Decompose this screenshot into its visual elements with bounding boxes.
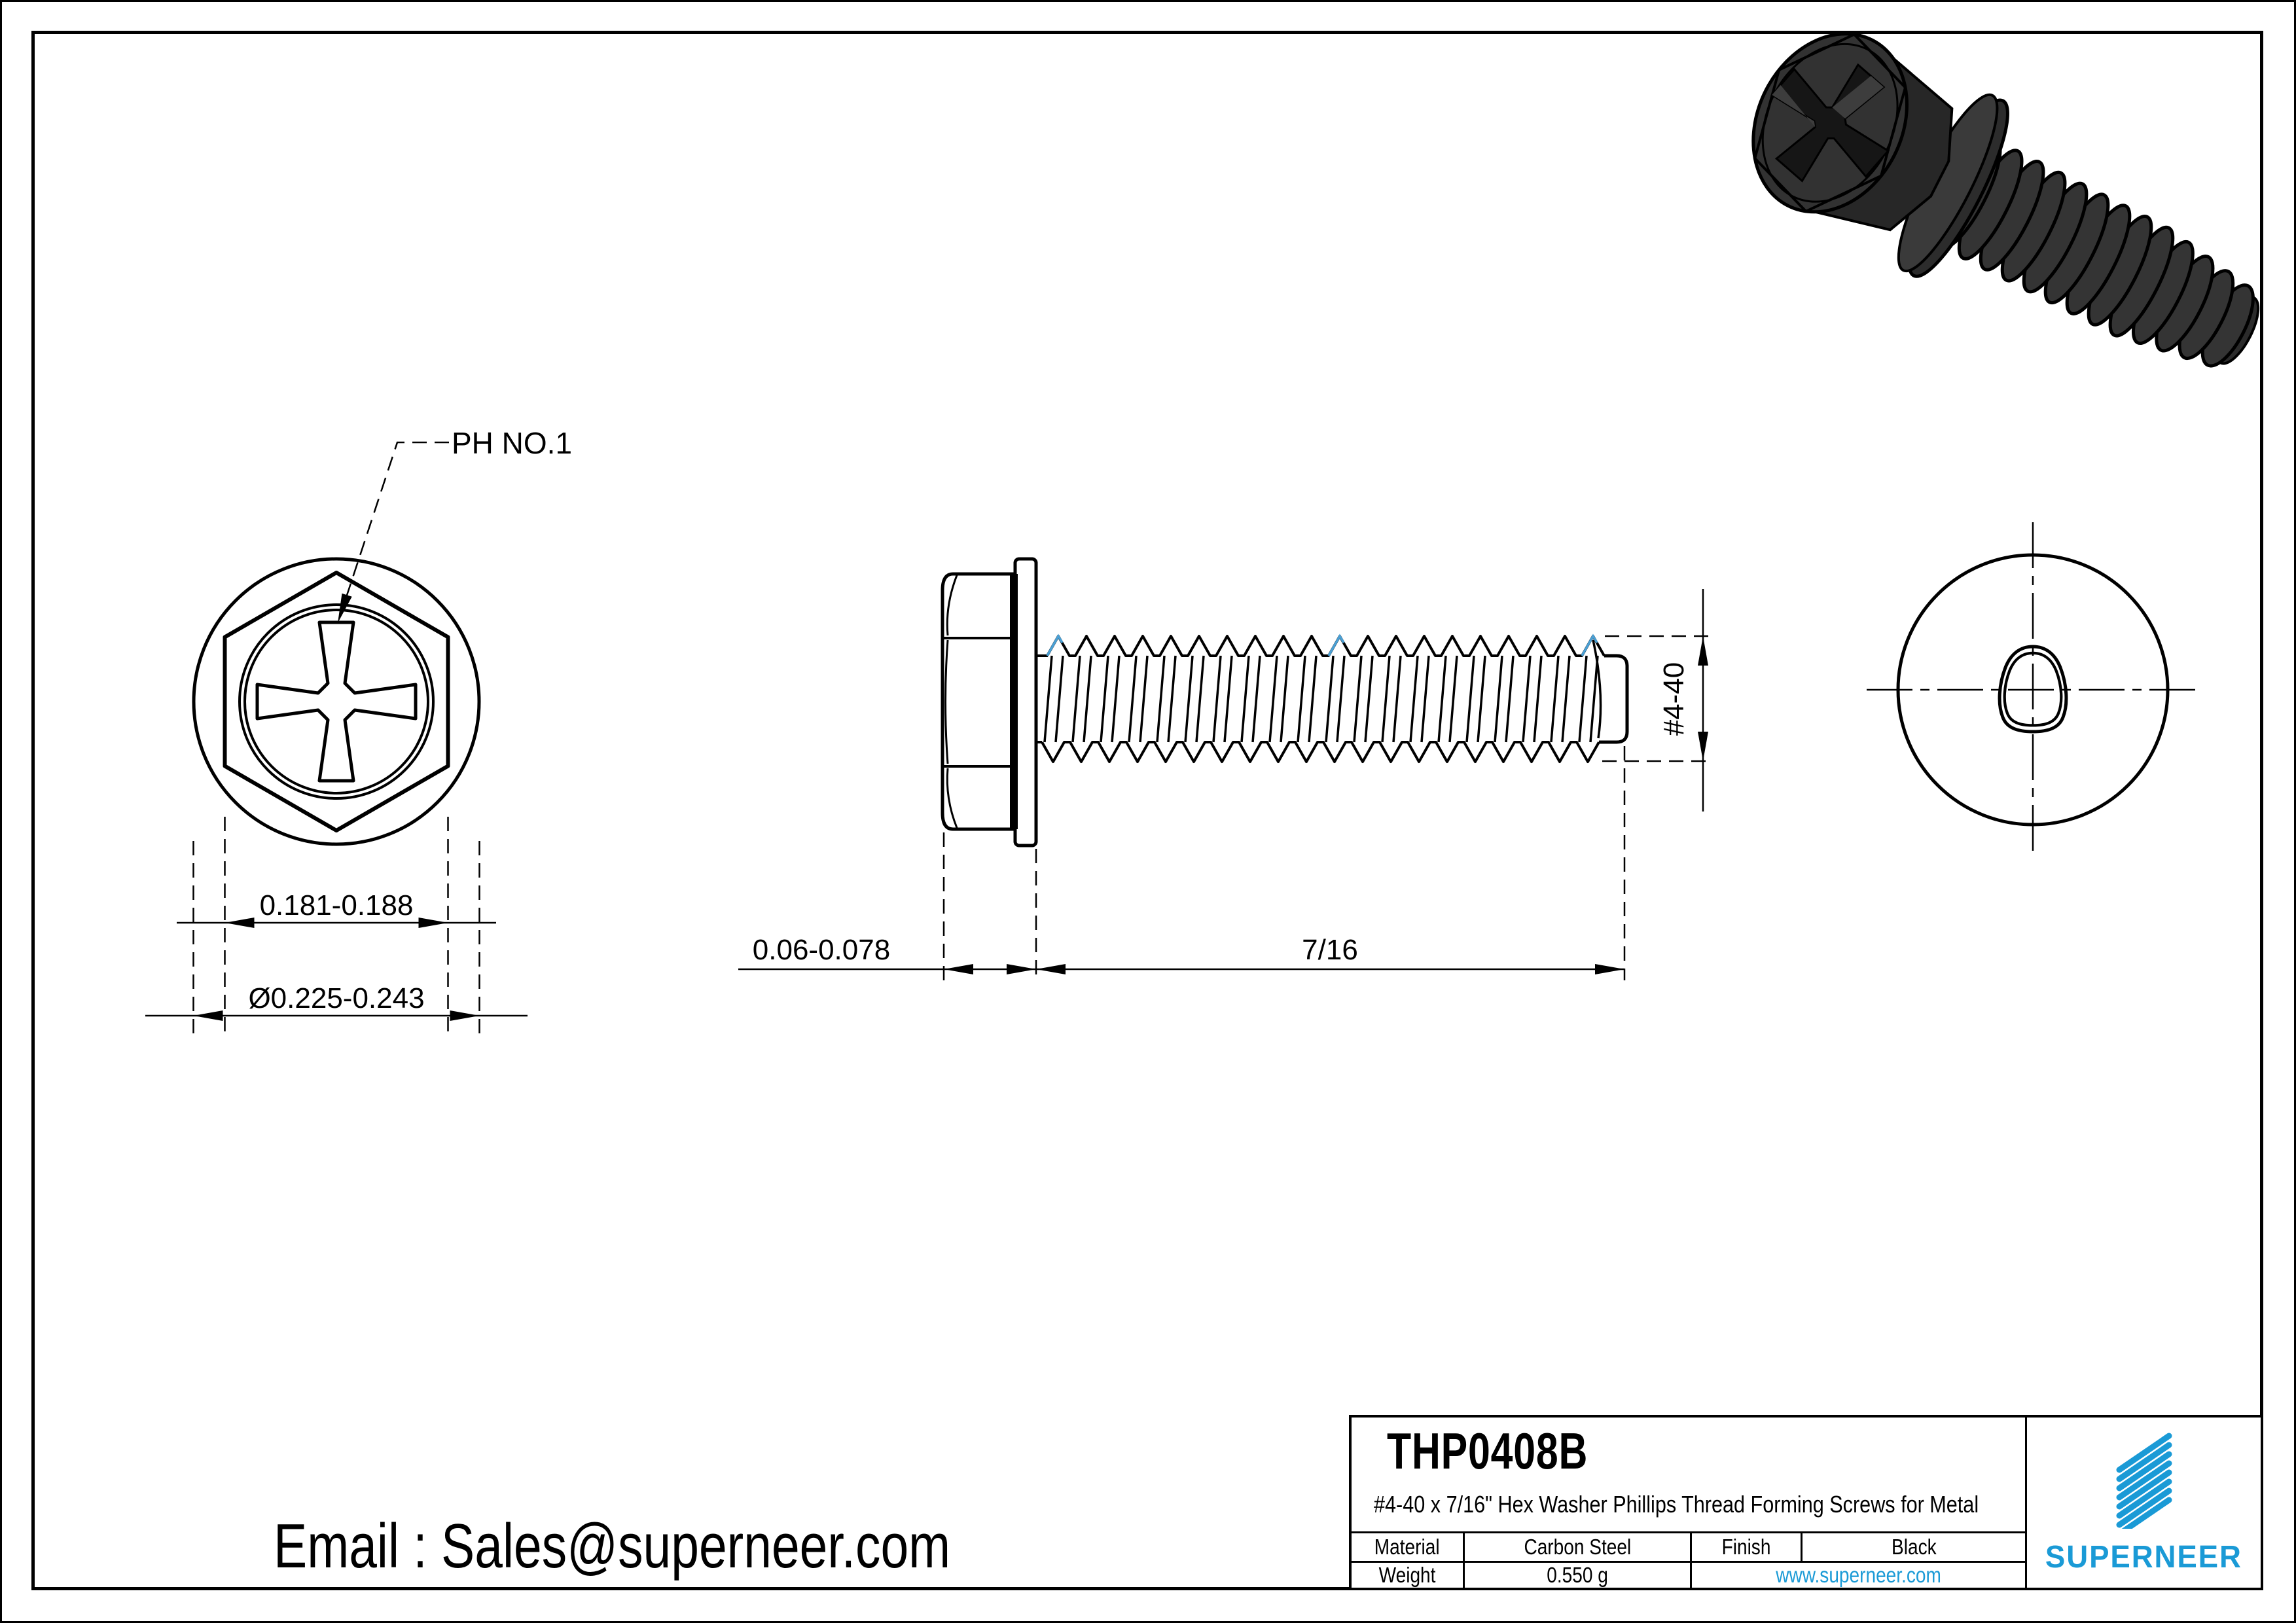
screw-3d-hex-outline: [1753, 33, 1907, 213]
product-photo-3d: [1751, 32, 2260, 368]
dim-thread-length: 7/16: [1302, 934, 1358, 966]
leader-ph: [336, 441, 449, 624]
side-view-dimensions: [738, 589, 1713, 980]
ph-label: PH NO.1: [452, 426, 572, 460]
material-row: Material Carbon Steel Finish Black: [1352, 1531, 2025, 1561]
washer-outline-circle: [192, 557, 481, 846]
end-view: [1867, 522, 2199, 859]
material-label: Material: [1374, 1535, 1440, 1560]
brand-name: SUPERNEER: [2045, 1540, 2242, 1575]
hex-outline: [223, 571, 450, 832]
dim-washer-diameter: Ø0.225-0.243: [248, 982, 424, 1014]
dim-head-height: 0.06-0.078: [753, 934, 890, 966]
thread-crests-top: [1046, 635, 1605, 657]
finish-label: Finish: [1721, 1535, 1771, 1560]
leader-arrowhead: [338, 593, 352, 623]
part-description: #4-40 x 7/16" Hex Washer Phillips Thread…: [1374, 1491, 1979, 1518]
weight-label-cell: Weight: [1352, 1563, 1463, 1588]
side-washer-flange: [1013, 557, 1038, 847]
weight-label: Weight: [1378, 1563, 1436, 1587]
weight-row: Weight 0.550 g www.superneer.com: [1352, 1561, 2025, 1588]
trilobular-section-outer: [1998, 645, 2068, 734]
material-label-cell: Material: [1352, 1533, 1463, 1561]
drawing-frame: [31, 31, 2263, 1590]
side-view: [941, 557, 1629, 847]
dim-thread-size: #4-40: [1658, 662, 1690, 736]
thread-flanks: [1043, 655, 1599, 743]
part-number: THP0408B: [1387, 1422, 1588, 1480]
website-link[interactable]: www.superneer.com: [1776, 1563, 1941, 1587]
head-face-circle-outer: [238, 603, 435, 800]
dim-across-flats: 0.181-0.188: [260, 889, 414, 921]
front-view: [192, 557, 481, 846]
thread-runout-marks: [1046, 633, 1598, 656]
material-value-cell: Carbon Steel: [1463, 1533, 1690, 1561]
screw-3d-phillips-cross: [1770, 63, 1890, 183]
title-block: THP0408B #4-40 x 7/16" Hex Washer Philli…: [1349, 1415, 2263, 1590]
contact-email: Email : Sales@superneer.com: [274, 1511, 951, 1581]
logo-area: SUPERNEER: [2025, 1418, 2261, 1588]
thread-crests-bottom: [1041, 741, 1600, 763]
finish-value: Black: [1891, 1535, 1937, 1560]
side-view-dim-arrows: [944, 636, 1708, 974]
screw-tip: [1599, 654, 1629, 744]
front-view-dim-arrows: [193, 918, 480, 1021]
head-face-circle-inner: [243, 609, 429, 794]
phillips-recess: [255, 620, 418, 783]
title-block-main: THP0408B #4-40 x 7/16" Hex Washer Philli…: [1352, 1418, 2025, 1588]
material-value: Carbon Steel: [1524, 1535, 1631, 1560]
website-cell: www.superneer.com: [1690, 1563, 2025, 1588]
weight-value: 0.550 g: [1547, 1563, 1608, 1587]
finish-value-cell: Black: [1801, 1533, 2025, 1561]
weight-value-cell: 0.550 g: [1463, 1563, 1690, 1588]
title-block-header: THP0408B #4-40 x 7/16" Hex Washer Philli…: [1352, 1418, 2025, 1531]
side-hex-head: [941, 572, 1014, 831]
finish-label-cell: Finish: [1690, 1533, 1801, 1561]
superneer-logo-icon: [2116, 1433, 2172, 1529]
